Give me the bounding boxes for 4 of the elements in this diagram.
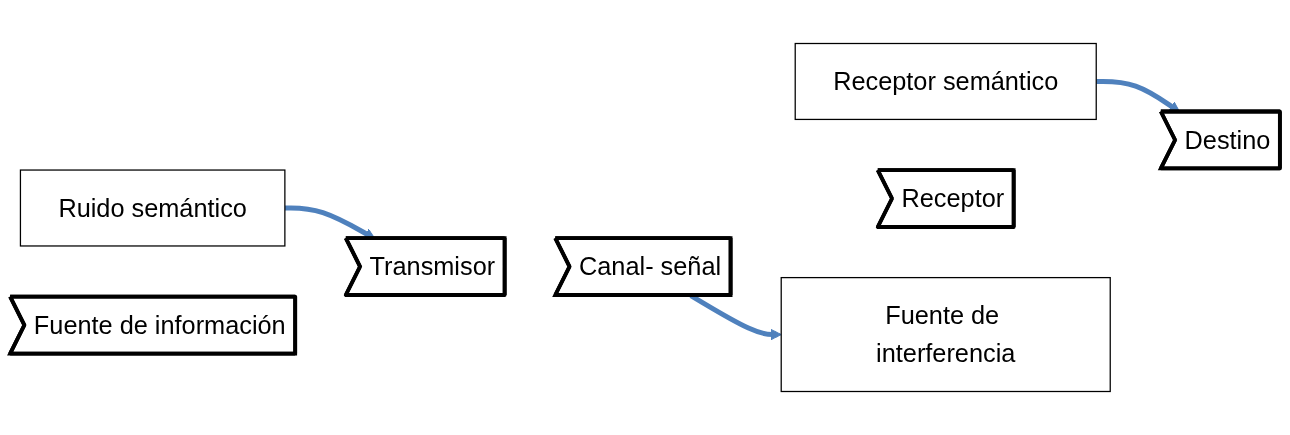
node-box: Ruido semántico (19, 169, 286, 247)
node-box: Fuente de interferencia (780, 276, 1111, 393)
arrow (1096, 78, 1181, 113)
node-box: Receptor semántico (794, 42, 1097, 121)
